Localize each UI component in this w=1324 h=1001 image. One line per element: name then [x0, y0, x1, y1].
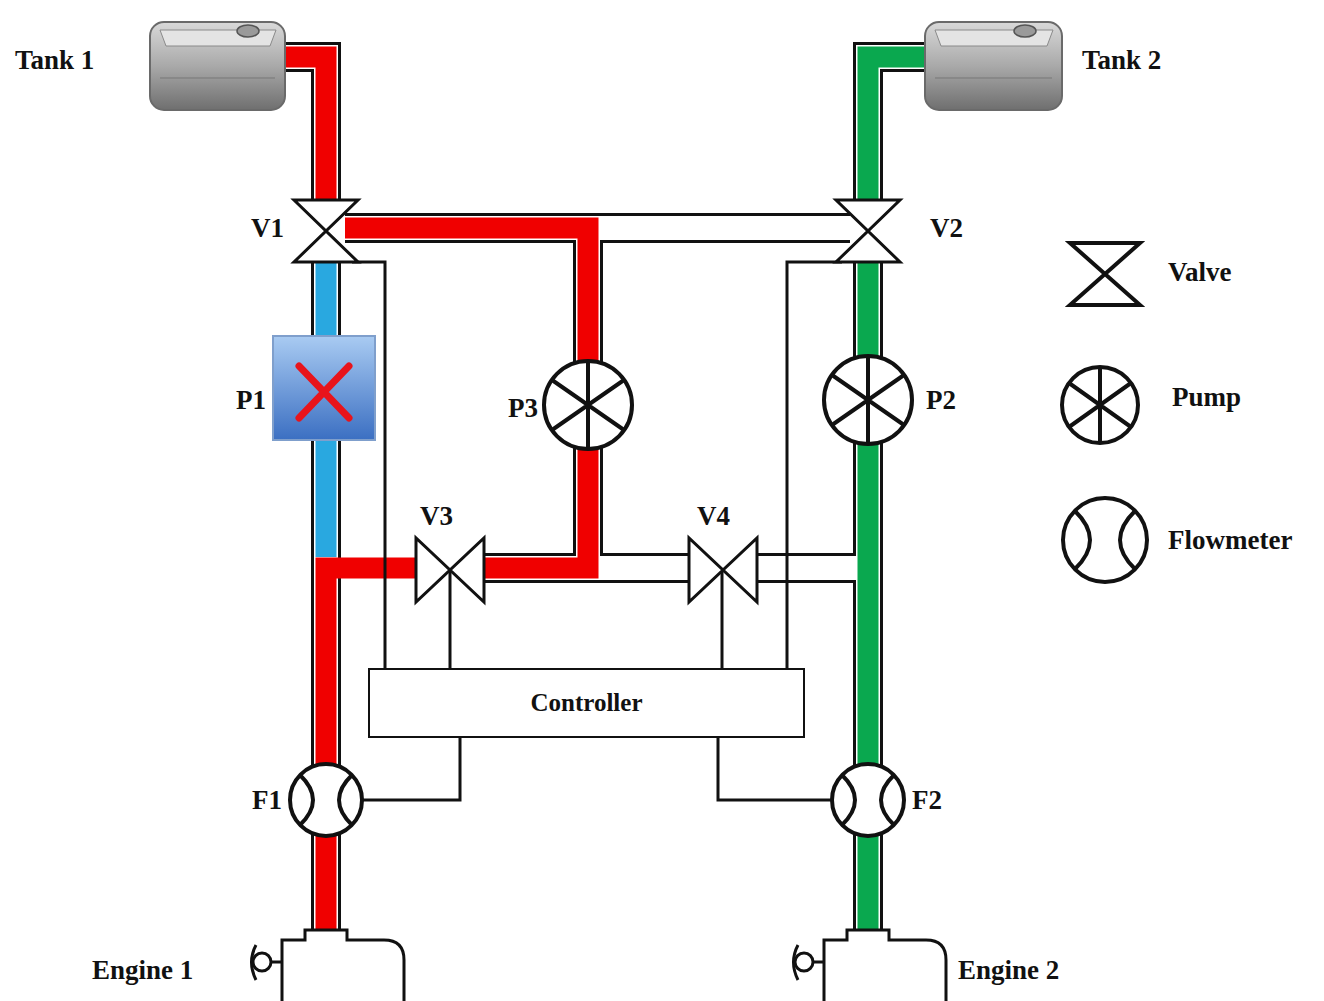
valve-symbol	[836, 200, 900, 262]
legend-label: Pump	[1172, 381, 1241, 413]
control-wire	[449, 570, 452, 668]
tank-seam	[935, 77, 1052, 79]
engine-wheel	[795, 953, 813, 971]
legend-valve-sample	[1070, 243, 1140, 305]
legend-pump-sample	[1062, 367, 1138, 443]
component-label: Tank 2	[1082, 44, 1161, 76]
pipe-interior	[280, 57, 326, 205]
control-wire	[721, 570, 724, 668]
pipe-interior	[755, 556, 868, 580]
component-label: V4	[697, 500, 730, 532]
tank-body	[925, 22, 1062, 110]
fuel-flow-green	[868, 57, 930, 205]
node-text-group: Controller	[530, 688, 642, 718]
flowmeter-curves	[842, 775, 894, 825]
valve-symbol	[689, 538, 757, 602]
engine-wheel	[253, 953, 271, 971]
component-label: Tank 1	[15, 44, 94, 76]
tank-cap	[237, 25, 259, 37]
pump-spokes	[552, 361, 624, 449]
pipe-outline	[868, 57, 930, 205]
tank-seam	[160, 77, 275, 79]
flowmeter-symbol	[290, 764, 362, 836]
pipe-outline	[853, 258, 883, 770]
legend-flowmeter-curves	[1075, 511, 1135, 569]
pipe-interior	[868, 57, 930, 205]
component-label: F1	[252, 784, 282, 816]
control-wire	[362, 738, 460, 800]
fuel-flow-red	[316, 830, 337, 935]
fuel-flow-red	[280, 57, 326, 205]
engine-body	[282, 930, 404, 1001]
pipe-interior	[856, 258, 880, 770]
component-label: V2	[930, 212, 963, 244]
component-label: V1	[251, 212, 284, 244]
pipe-outline	[311, 830, 341, 935]
component-label: F2	[912, 784, 942, 816]
flowmeter-curves	[300, 775, 352, 825]
fuel-flow-red	[345, 228, 588, 365]
fuel-flow-red	[480, 445, 588, 568]
component-label: P3	[508, 392, 538, 424]
component-label: Engine 2	[958, 954, 1059, 986]
component-label: P1	[236, 384, 266, 416]
fuel-tank	[925, 22, 1062, 110]
fuel-flow-green	[858, 830, 879, 935]
failure-cross	[299, 366, 349, 418]
tank-body	[150, 22, 285, 110]
component-label: P2	[926, 384, 956, 416]
engine-handle	[794, 945, 825, 980]
pipe-interior	[314, 830, 338, 935]
control-wire	[352, 262, 385, 668]
engine-icon	[252, 930, 405, 1001]
pipe-outline	[280, 57, 326, 205]
valve-symbol	[294, 200, 358, 262]
component-label: Engine 1	[92, 954, 193, 986]
controller-box: Controller	[368, 668, 805, 738]
legend-flowmeter-sample	[1063, 498, 1147, 582]
valve-symbol	[416, 538, 484, 602]
legend-pump-spokes	[1069, 367, 1131, 443]
engine-icon	[794, 930, 947, 1001]
control-wire	[718, 738, 832, 800]
pump-spokes	[832, 356, 904, 444]
pipe-outline	[755, 553, 868, 583]
pipe-outline	[853, 830, 883, 935]
node-label: Controller	[530, 688, 642, 718]
pump-symbol	[824, 356, 912, 444]
tank-cap	[1014, 25, 1036, 37]
component-label: V3	[420, 500, 453, 532]
legend-label: Valve	[1168, 256, 1232, 288]
engine-body	[824, 930, 946, 1001]
fuel-flow-green	[858, 258, 879, 356]
failed-pump-box	[273, 336, 375, 440]
legend-label: Flowmeter	[1168, 524, 1292, 556]
fuel-flow-green	[858, 444, 879, 770]
flowmeter-symbol	[832, 764, 904, 836]
control-wire	[787, 262, 842, 668]
fuel-tank	[150, 22, 285, 110]
pump-symbol	[544, 361, 632, 449]
pipe-interior	[856, 830, 880, 935]
engine-handle	[252, 945, 283, 980]
